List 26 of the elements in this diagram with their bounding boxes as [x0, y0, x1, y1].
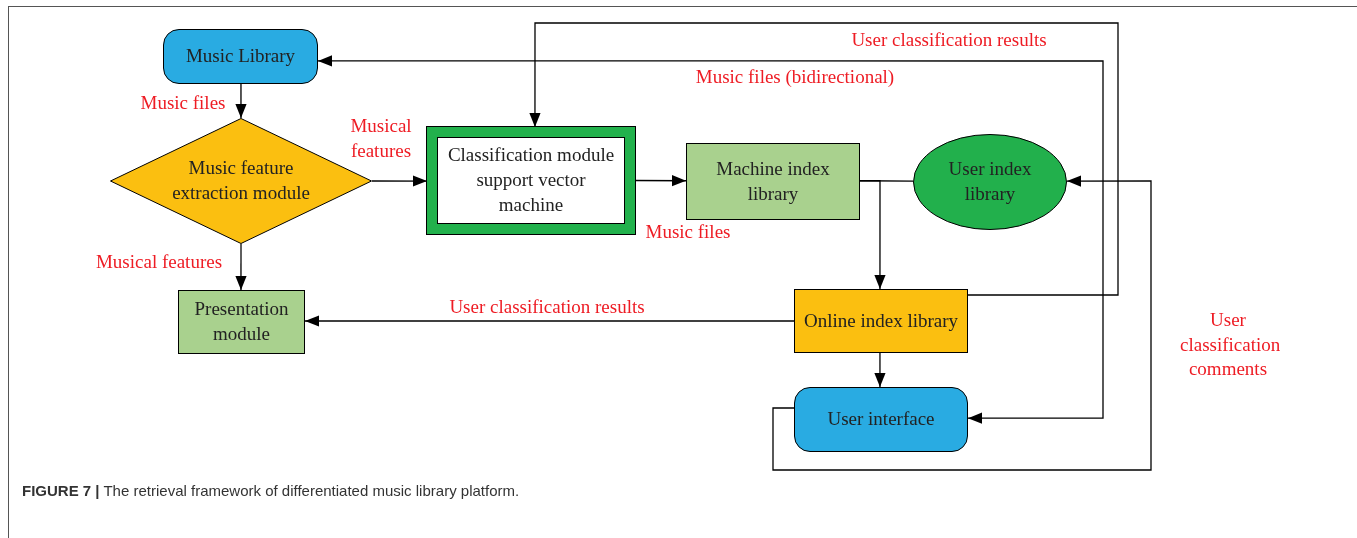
node-label: User index library: [947, 157, 1033, 206]
connector-arrow: [772, 175, 1152, 471]
process-box: [686, 143, 860, 220]
figure-caption: FIGURE 7 | The retrieval framework of differentiated music library platform.: [22, 482, 520, 499]
ellipse-node: [913, 134, 1067, 230]
connector-arrow: [317, 55, 1104, 424]
node-label: Music Library: [185, 44, 296, 69]
process-box: [178, 290, 305, 354]
process-box: [427, 127, 635, 234]
node-label: Presentation module: [193, 297, 290, 346]
node-label: Online index library: [803, 308, 959, 333]
connector-arrow: [634, 175, 687, 187]
process-box: [794, 289, 968, 353]
node-label: Classification module support vector machine: [446, 143, 616, 217]
connector-arrow: [859, 180, 886, 290]
rounded-box: [794, 387, 968, 452]
connector-arrow: [529, 22, 1119, 296]
connector-arrow: [874, 352, 886, 388]
connector-arrow: [304, 315, 795, 327]
connector-arrow: [235, 243, 247, 291]
rounded-box: [163, 29, 318, 84]
connector-arrow: [235, 83, 247, 119]
connector-arrow: [371, 175, 428, 187]
node-label: Music feature extraction module: [171, 156, 311, 205]
node-label: User interface: [827, 407, 935, 432]
node-label: Machine index library: [715, 156, 831, 206]
